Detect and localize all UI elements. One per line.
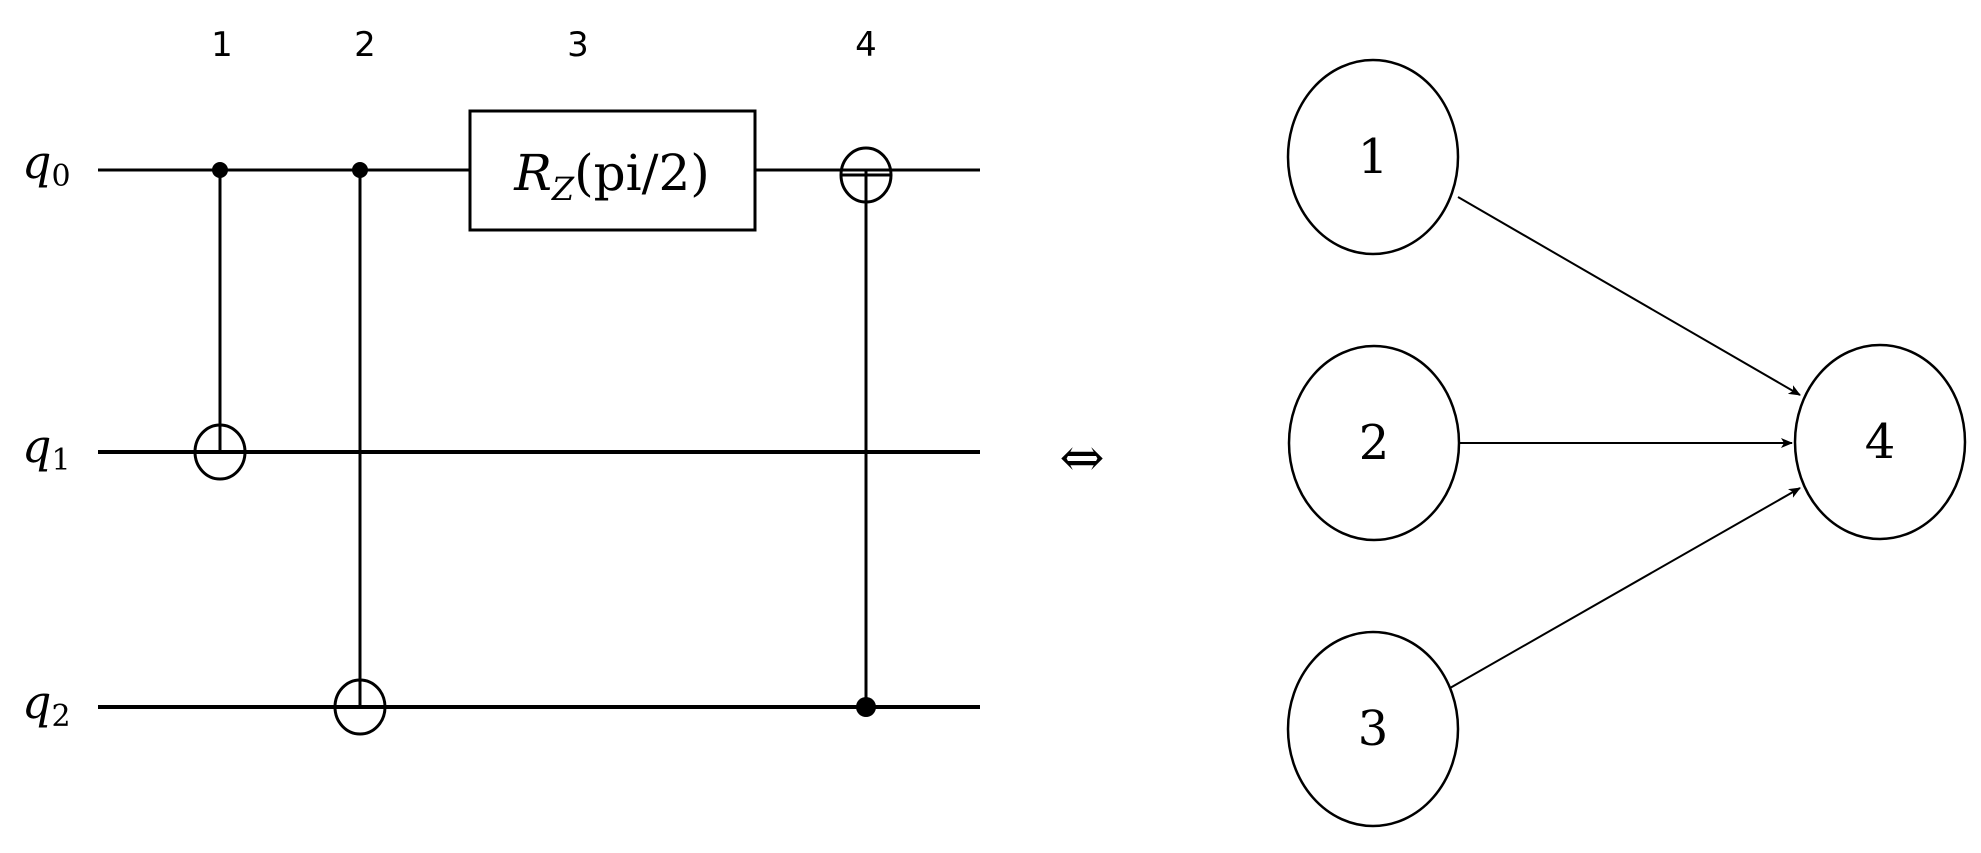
step-label-2: 2: [354, 25, 376, 65]
qubit-index-q1: 1: [51, 443, 70, 478]
node-4-label: 4: [1865, 414, 1896, 470]
node-2-circle: [1287, 344, 1461, 542]
node-3-label: 3: [1358, 701, 1389, 757]
step-labels: 1 2 3 4: [211, 25, 877, 65]
node-1-label: 1: [1358, 129, 1389, 185]
qubit-labels: q0 q1 q2: [22, 135, 71, 734]
rz-label-arg: (pi/2): [574, 144, 710, 202]
quantum-circuit: 1 2 3 4 q0 q1 q2: [22, 25, 980, 736]
equivalence-symbol: ⇔: [1059, 426, 1104, 489]
graph-edges: [1449, 196, 1801, 689]
qubit-label-q0: q0: [22, 135, 71, 194]
node-4-circle: [1793, 343, 1967, 541]
cnot-gate-4: [839, 146, 893, 717]
cnot-2-control-dot: [352, 162, 368, 178]
edge-3-to-4: [1449, 487, 1801, 689]
qubit-name-q1: q: [22, 419, 51, 473]
cnot-gate-1: [193, 162, 247, 481]
rz-label-main: R: [513, 144, 552, 202]
qubit-index-q0: 0: [51, 159, 70, 194]
qubit-name-q0: q: [22, 135, 51, 189]
cnot-gate-2: [333, 162, 387, 736]
qubit-name-q2: q: [22, 675, 51, 729]
step-label-4: 4: [855, 25, 877, 65]
rz-gate-box: [468, 109, 757, 232]
rz-label-sub: Z: [551, 170, 575, 208]
node-3-circle: [1286, 630, 1460, 828]
step-label-3: 3: [567, 25, 589, 65]
step-label-1: 1: [211, 25, 233, 65]
node-1-circle: [1286, 58, 1460, 256]
qubit-index-q2: 2: [51, 699, 70, 734]
rz-gate-label: RZ(pi/2): [513, 144, 710, 208]
node-2-label: 2: [1359, 415, 1390, 471]
qubit-label-q1: q1: [22, 419, 71, 478]
qubit-label-q2: q2: [22, 675, 71, 734]
cnot-1-control-dot: [212, 162, 228, 178]
graph-node-3: 3: [1286, 630, 1460, 828]
graph-node-1: 1: [1286, 58, 1460, 256]
dependency-graph: 1 2 3 4: [1286, 58, 1967, 828]
qubit-wires: [98, 168, 980, 709]
edge-1-to-4: [1457, 196, 1801, 396]
cnot-4-control-dot: [856, 697, 876, 717]
graph-node-2: 2: [1287, 344, 1461, 542]
rz-gate-3: RZ(pi/2): [468, 109, 757, 232]
graph-node-4: 4: [1793, 343, 1967, 541]
